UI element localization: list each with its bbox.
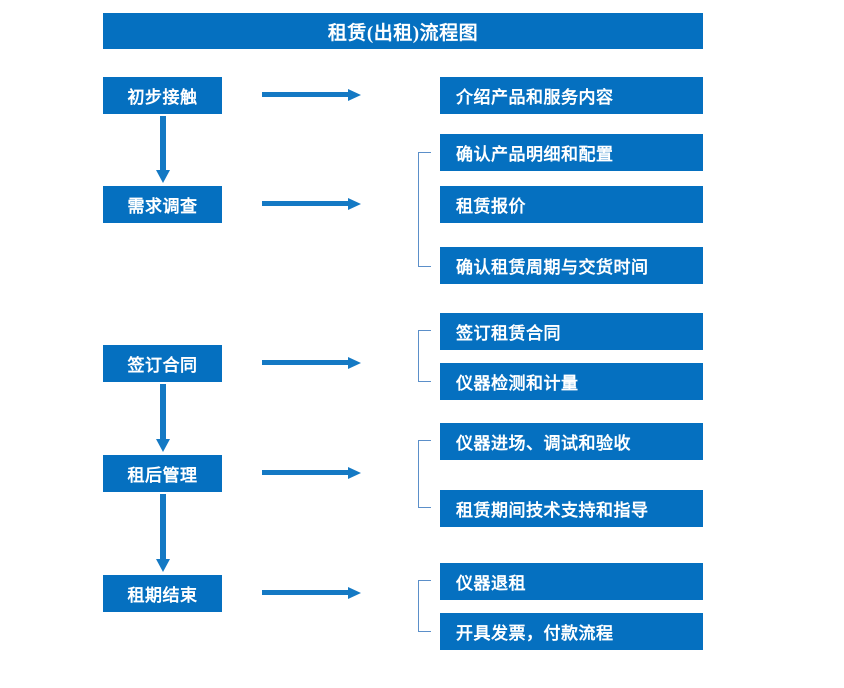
detail-box-4[interactable]: 确认租赁周期与交货时间 xyxy=(440,247,703,284)
stage-box-2[interactable]: 需求调查 xyxy=(103,186,222,223)
horizontal-arrow-1 xyxy=(262,88,362,102)
group-bracket-3 xyxy=(418,440,431,508)
detail-box-6[interactable]: 仪器检测和计量 xyxy=(440,363,703,400)
stage-box-1[interactable]: 初步接触 xyxy=(103,77,222,114)
group-bracket-1 xyxy=(418,152,431,267)
horizontal-arrow-2 xyxy=(262,197,362,211)
stage-box-4[interactable]: 租后管理 xyxy=(103,455,222,492)
group-bracket-4 xyxy=(418,580,431,632)
detail-box-5[interactable]: 签订租赁合同 xyxy=(440,313,703,350)
detail-box-2[interactable]: 确认产品明细和配置 xyxy=(440,134,703,171)
vertical-arrow-3-4 xyxy=(155,384,171,453)
vertical-arrow-1-2 xyxy=(155,116,171,184)
detail-box-10[interactable]: 开具发票，付款流程 xyxy=(440,613,703,650)
detail-box-9[interactable]: 仪器退租 xyxy=(440,563,703,600)
group-bracket-2 xyxy=(418,330,431,382)
horizontal-arrow-5 xyxy=(262,586,362,600)
detail-box-8[interactable]: 租赁期间技术支持和指导 xyxy=(440,490,703,527)
horizontal-arrow-4 xyxy=(262,466,362,480)
detail-box-3[interactable]: 租赁报价 xyxy=(440,186,703,223)
horizontal-arrow-3 xyxy=(262,356,362,370)
detail-box-7[interactable]: 仪器进场、调试和验收 xyxy=(440,423,703,460)
page-title: 租赁(出租)流程图 xyxy=(103,13,703,49)
stage-box-3[interactable]: 签订合同 xyxy=(103,345,222,382)
vertical-arrow-4-5 xyxy=(155,494,171,573)
stage-box-5[interactable]: 租期结束 xyxy=(103,575,222,612)
detail-box-1[interactable]: 介绍产品和服务内容 xyxy=(440,77,703,114)
